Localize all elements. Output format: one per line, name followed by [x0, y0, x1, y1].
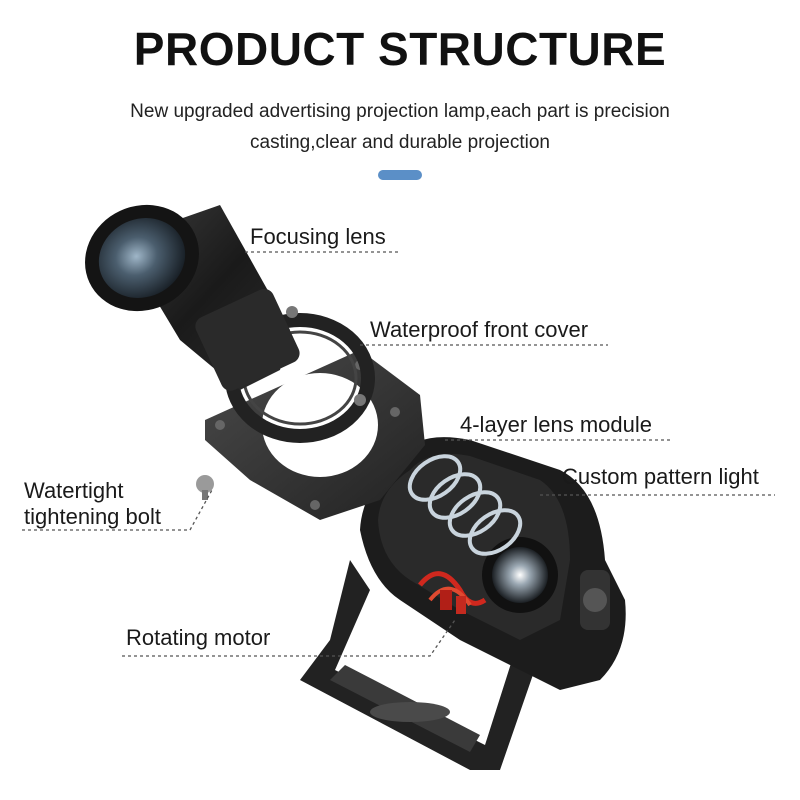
callout-rotating-motor: Rotating motor [126, 625, 271, 650]
callout-watertight-bolt-line2: tightening bolt [24, 504, 161, 529]
callout-waterproof-front-cover: Waterproof front cover [370, 317, 589, 342]
leader-motor [122, 619, 456, 657]
callout-custom-pattern-light: Custom pattern light [562, 464, 759, 489]
page-title: PRODUCT STRUCTURE [133, 23, 667, 75]
pattern-light-lens [482, 537, 558, 613]
callout-lens-module: 4-layer lens module [460, 412, 652, 437]
accent-divider [378, 170, 422, 180]
callout-watertight-bolt-line1: Watertight [24, 478, 124, 503]
leader-lines [22, 251, 775, 657]
leader-bolt [22, 489, 213, 531]
motor-wires [418, 571, 487, 614]
mount-bracket [300, 560, 545, 770]
lens-module-rings [407, 454, 523, 556]
page-subtitle: New upgraded advertising projection lamp… [130, 101, 670, 153]
tightening-bolt [196, 475, 214, 500]
callout-watertight-bolt: Watertight tightening bolt [24, 478, 161, 530]
callout-focusing-lens: Focusing lens [250, 224, 386, 249]
focusing-lens-barrel [85, 204, 300, 391]
